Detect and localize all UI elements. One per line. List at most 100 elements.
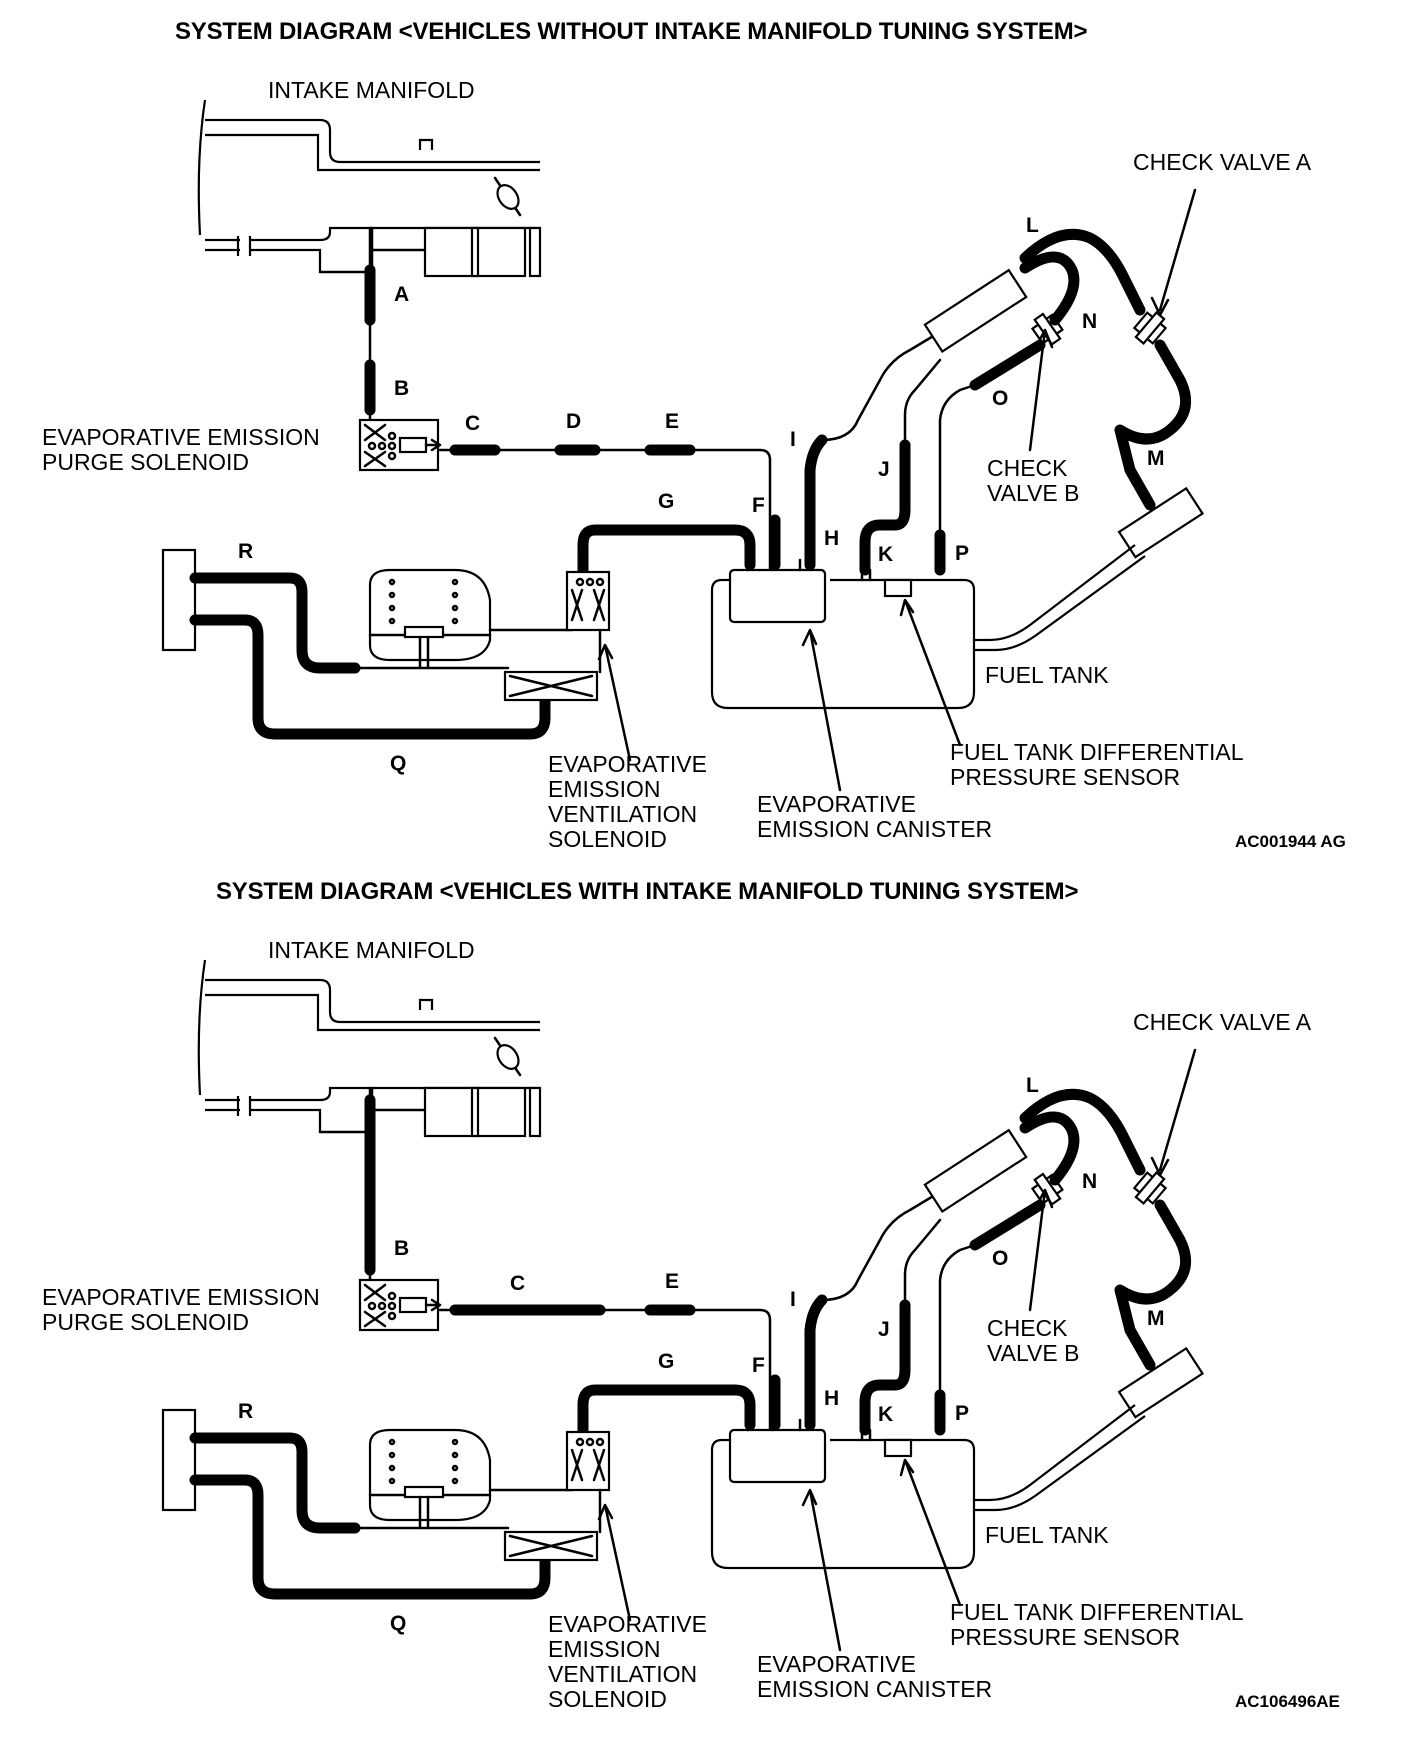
label-canister: EVAPORATIVE EMISSION CANISTER bbox=[757, 1651, 993, 1702]
hose-label-o: O bbox=[992, 387, 1009, 410]
hose-r bbox=[189, 572, 361, 674]
hose-label-p: P bbox=[955, 542, 970, 565]
diagram-drawing bbox=[161, 99, 1205, 792]
hose-label-k: K bbox=[878, 543, 894, 566]
hose-label-b: B bbox=[394, 377, 410, 400]
hose-g bbox=[577, 524, 756, 576]
label-purge-solenoid: EVAPORATIVE EMISSION PURGE SOLENOID bbox=[42, 1284, 320, 1335]
hose-label-k: K bbox=[878, 1403, 894, 1426]
hose-m bbox=[1114, 339, 1192, 511]
hose-label-l: L bbox=[1026, 1074, 1039, 1097]
air-filter bbox=[161, 548, 197, 652]
canister-shape bbox=[728, 1428, 827, 1484]
component-body bbox=[368, 568, 492, 662]
diagram-title: SYSTEM DIAGRAM <VEHICLES WITHOUT INTAKE … bbox=[175, 18, 1088, 45]
label-fuel-tank: FUEL TANK bbox=[985, 662, 1109, 688]
hose-label-o: O bbox=[992, 1247, 1009, 1270]
figure-code: AC001944 AG bbox=[1235, 832, 1346, 851]
hose-label-j: J bbox=[878, 458, 890, 481]
pressure-sensor-shape bbox=[883, 1438, 913, 1458]
separator-valve bbox=[923, 268, 1028, 354]
hose-label-p: P bbox=[955, 1402, 970, 1425]
diagram-drawing bbox=[161, 959, 1205, 1652]
label-pressure-sensor: FUEL TANK DIFFERENTIAL PRESSURE SENSOR bbox=[950, 1599, 1244, 1650]
system-diagram-without-tuning: SYSTEM DIAGRAM <VEHICLES WITHOUT INTAKE … bbox=[42, 18, 1346, 852]
label-fuel-tank: FUEL TANK bbox=[985, 1522, 1109, 1548]
hose-label-b: B bbox=[394, 1237, 410, 1260]
hose-l bbox=[1019, 1088, 1146, 1176]
label-check-valve-b: CHECK VALVE B bbox=[987, 1315, 1080, 1366]
hose-g bbox=[577, 1384, 756, 1436]
leader-check-valve-a bbox=[1150, 1048, 1197, 1177]
diagram-title: SYSTEM DIAGRAM <VEHICLES WITH INTAKE MAN… bbox=[216, 878, 1079, 905]
label-ventilation-solenoid: EVAPORATIVE EMISSION VENTILATION SOLENOI… bbox=[548, 1611, 707, 1712]
leader-check-valve-b bbox=[1028, 1188, 1054, 1312]
hose-label-c: C bbox=[510, 1272, 526, 1295]
hose-q bbox=[189, 614, 551, 740]
hose-m bbox=[1114, 1199, 1192, 1371]
hose-label-q: Q bbox=[390, 752, 407, 775]
pressure-sensor-shape bbox=[883, 578, 913, 598]
component-body bbox=[368, 1428, 492, 1522]
filler-cap bbox=[1117, 486, 1205, 559]
ventilation-solenoid-shape bbox=[565, 570, 611, 674]
leader-check-valve-a bbox=[1150, 188, 1197, 317]
separator-valve bbox=[923, 1128, 1028, 1214]
hose-label-f: F bbox=[752, 1354, 765, 1377]
hose-label-h: H bbox=[824, 527, 840, 550]
hose-label-r: R bbox=[238, 1400, 254, 1423]
hose-label-c: C bbox=[465, 412, 481, 435]
ventilation-solenoid-shape bbox=[565, 1430, 611, 1534]
check-valve-a-shape bbox=[1132, 1170, 1168, 1206]
leader-vent-solenoid bbox=[597, 1503, 632, 1622]
intake-manifold bbox=[197, 959, 542, 1138]
hose-n bbox=[1019, 251, 1080, 326]
leader-canister bbox=[801, 628, 842, 792]
filler-cap bbox=[1117, 1346, 1205, 1419]
hose-l bbox=[1019, 228, 1146, 316]
leader-canister bbox=[801, 1488, 842, 1652]
hose-label-m: M bbox=[1147, 1307, 1165, 1330]
hose-label-i: I bbox=[790, 1288, 796, 1311]
hose-label-n: N bbox=[1082, 1170, 1098, 1193]
hose-i bbox=[804, 1294, 828, 1386]
hose-n bbox=[1019, 1111, 1080, 1186]
hose-r bbox=[189, 1432, 361, 1534]
canister-shape bbox=[728, 568, 827, 624]
intake-manifold bbox=[197, 99, 542, 278]
hose-label-m: M bbox=[1147, 447, 1165, 470]
vent-filter bbox=[503, 670, 599, 702]
hose-label-e: E bbox=[665, 410, 680, 433]
label-canister: EVAPORATIVE EMISSION CANISTER bbox=[757, 791, 993, 842]
hose-label-g: G bbox=[658, 490, 675, 513]
label-pressure-sensor: FUEL TANK DIFFERENTIAL PRESSURE SENSOR bbox=[950, 739, 1244, 790]
hose-label-i: I bbox=[790, 428, 796, 451]
hose-k bbox=[859, 1324, 911, 1436]
hose-label-n: N bbox=[1082, 310, 1098, 333]
label-check-valve-a: CHECK VALVE A bbox=[1133, 1009, 1312, 1035]
check-valve-a-shape bbox=[1132, 310, 1168, 346]
label-check-valve-b: CHECK VALVE B bbox=[987, 455, 1080, 506]
purge-solenoid-shape bbox=[358, 418, 442, 472]
hose-label-e: E bbox=[665, 1270, 680, 1293]
leader-pressure-sensor bbox=[899, 598, 962, 747]
hose-i bbox=[804, 434, 828, 526]
label-purge-solenoid: EVAPORATIVE EMISSION PURGE SOLENOID bbox=[42, 424, 320, 475]
purge-solenoid-shape bbox=[358, 1278, 442, 1332]
hose-label-f: F bbox=[752, 494, 765, 517]
hose-q bbox=[189, 1474, 551, 1600]
hose-k bbox=[859, 464, 911, 576]
hose-label-l: L bbox=[1026, 214, 1039, 237]
system-diagram-with-tuning: SYSTEM DIAGRAM <VEHICLES WITH INTAKE MAN… bbox=[0, 860, 1408, 1734]
hose-o bbox=[969, 339, 1046, 391]
hose-label-d: D bbox=[566, 410, 582, 433]
label-intake-manifold: INTAKE MANIFOLD bbox=[268, 937, 475, 963]
leader-vent-solenoid bbox=[597, 643, 632, 762]
air-filter bbox=[161, 1408, 197, 1512]
figure-code: AC106496AE bbox=[1235, 1692, 1340, 1711]
hose-o bbox=[969, 1199, 1046, 1251]
hose-label-q: Q bbox=[390, 1612, 407, 1635]
hose-label-a: A bbox=[394, 283, 410, 306]
hose-label-r: R bbox=[238, 540, 254, 563]
label-intake-manifold: INTAKE MANIFOLD bbox=[268, 77, 475, 103]
